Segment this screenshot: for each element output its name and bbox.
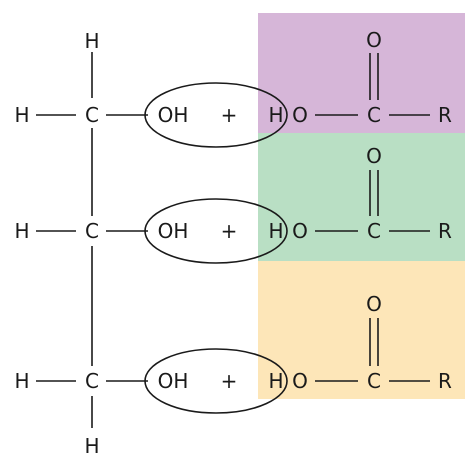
hydroxyl: OH: [158, 369, 189, 393]
acid-h: H: [268, 103, 283, 127]
glycerol-row-3: H C OH +: [14, 369, 237, 393]
acid-carbon: C: [367, 103, 381, 127]
plus-sign: +: [221, 219, 238, 243]
water-removal-ellipse-3: [144, 348, 288, 414]
carbon: C: [85, 219, 99, 243]
acid-h: H: [268, 219, 283, 243]
glycerol-bottom-h: H: [84, 434, 99, 458]
fatty-acid-band-middle: [258, 133, 465, 261]
glycerol-row-1: H C OH +: [14, 103, 237, 127]
fatty-acid-3: H O C R O: [268, 292, 452, 393]
carbonyl-o: O: [366, 144, 382, 168]
glycerol-row-2: H C OH +: [14, 219, 237, 243]
acid-r: R: [438, 103, 452, 127]
water-removal-ellipse-2: [144, 198, 288, 264]
carbonyl-o: O: [366, 28, 382, 52]
fatty-acid-band-top: [258, 13, 465, 133]
acid-o: O: [292, 219, 308, 243]
hydroxyl: OH: [158, 103, 189, 127]
acid-h: H: [268, 369, 283, 393]
left-h: H: [14, 369, 29, 393]
acid-carbon: C: [367, 369, 381, 393]
glycerol-top-h: H: [84, 29, 99, 53]
fatty-acid-band-bottom: [258, 261, 465, 399]
acid-o: O: [292, 103, 308, 127]
acid-r: R: [438, 369, 452, 393]
carbon: C: [85, 103, 99, 127]
acid-r: R: [438, 219, 452, 243]
fatty-acid-2: H O C R O: [268, 144, 452, 243]
plus-sign: +: [221, 369, 238, 393]
acid-carbon: C: [367, 219, 381, 243]
acid-o: O: [292, 369, 308, 393]
plus-sign: +: [221, 103, 238, 127]
left-h: H: [14, 103, 29, 127]
fatty-acid-1: H O C R O: [268, 28, 452, 127]
carbon: C: [85, 369, 99, 393]
left-h: H: [14, 219, 29, 243]
hydroxyl: OH: [158, 219, 189, 243]
water-removal-ellipse-1: [144, 82, 288, 148]
carbonyl-o: O: [366, 292, 382, 316]
